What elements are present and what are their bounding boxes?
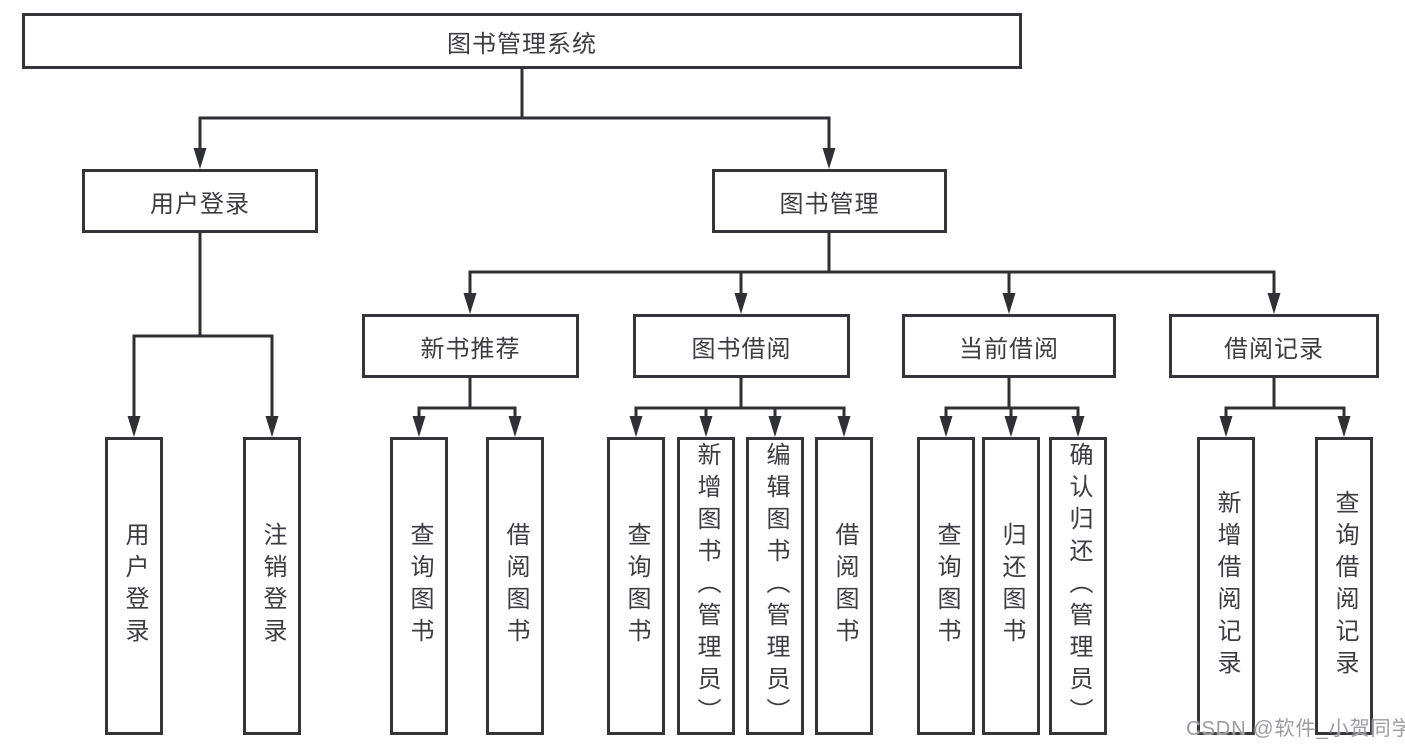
node-leaf-bb-add-books-admin-label: 新增图书（管理员） [693, 442, 720, 730]
arrow-down-icon [508, 416, 522, 437]
arrow-down-icon [1219, 416, 1233, 437]
node-leaf-user-login-label: 用户登录 [121, 522, 148, 650]
watermark: CSDN @软件_小贺同学 [1186, 718, 1405, 740]
node-leaf-rec-query-books-label: 查询图书 [406, 522, 433, 650]
node-leaf-logout-label: 注销登录 [259, 522, 286, 650]
arrow-down-icon [837, 416, 851, 437]
node-borrow-records-label: 借阅记录 [1224, 335, 1324, 363]
node-book-mgmt: 图书管理 [712, 169, 947, 233]
node-leaf-br-query-record: 查询借阅记录 [1315, 437, 1373, 735]
arrow-down-icon [699, 416, 713, 437]
node-leaf-user-login: 用户登录 [105, 437, 163, 735]
arrow-down-icon [1337, 416, 1351, 437]
arrow-down-icon [127, 416, 141, 437]
node-borrow-records: 借阅记录 [1169, 314, 1379, 378]
node-new-book-rec-label: 新书推荐 [420, 335, 521, 363]
node-user-login: 用户登录 [82, 169, 318, 233]
arrow-down-icon [265, 416, 279, 437]
node-user-login-label: 用户登录 [150, 190, 250, 218]
node-root-label: 图书管理系统 [447, 30, 597, 58]
node-leaf-bb-query-books-label: 查询图书 [623, 522, 650, 650]
arrow-down-icon [463, 293, 477, 314]
node-current-borrow: 当前借阅 [902, 314, 1116, 378]
node-leaf-bb-edit-books-admin-label: 编辑图书（管理员） [762, 442, 789, 730]
node-leaf-cb-query-books: 查询图书 [917, 437, 975, 735]
arrow-down-icon [768, 416, 782, 437]
node-leaf-rec-borrow-books-label: 借阅图书 [502, 522, 529, 650]
arrow-down-icon [412, 416, 426, 437]
arrow-down-icon [1004, 416, 1018, 437]
node-leaf-bb-borrow-books-label: 借阅图书 [831, 522, 858, 650]
node-leaf-rec-query-books: 查询图书 [390, 437, 448, 735]
node-new-book-rec: 新书推荐 [362, 314, 579, 378]
node-leaf-bb-add-books-admin: 新增图书（管理员） [677, 437, 735, 735]
node-leaf-cb-return-books-label: 归还图书 [998, 522, 1025, 650]
node-book-borrow: 图书借阅 [633, 314, 850, 378]
arrow-down-icon [629, 416, 643, 437]
arrow-down-icon [193, 148, 207, 169]
node-current-borrow-label: 当前借阅 [959, 335, 1059, 363]
node-leaf-bb-borrow-books: 借阅图书 [815, 437, 873, 735]
node-book-mgmt-label: 图书管理 [779, 190, 880, 218]
node-leaf-cb-return-books: 归还图书 [982, 437, 1040, 735]
arrow-down-icon [939, 416, 953, 437]
node-leaf-bb-edit-books-admin: 编辑图书（管理员） [746, 437, 804, 735]
node-leaf-cb-confirm-return-admin: 确认归还（管理员） [1049, 437, 1107, 735]
node-book-borrow-label: 图书借阅 [691, 335, 792, 363]
node-leaf-logout: 注销登录 [243, 437, 301, 735]
arrow-down-icon [1002, 293, 1016, 314]
arrow-down-icon [1267, 293, 1281, 314]
node-root: 图书管理系统 [22, 13, 1022, 69]
arrow-down-icon [822, 148, 836, 169]
arrowheads [127, 148, 1351, 437]
node-leaf-br-query-record-label: 查询借阅记录 [1331, 490, 1358, 682]
node-leaf-cb-query-books-label: 查询图书 [933, 522, 960, 650]
node-leaf-br-add-record-label: 新增借阅记录 [1213, 490, 1240, 682]
arrow-down-icon [734, 293, 748, 314]
node-leaf-br-add-record: 新增借阅记录 [1197, 437, 1255, 735]
node-leaf-rec-borrow-books: 借阅图书 [486, 437, 544, 735]
node-leaf-cb-confirm-return-admin-label: 确认归还（管理员） [1065, 442, 1092, 730]
connector-paths [132, 69, 1346, 420]
arrow-down-icon [1071, 416, 1085, 437]
node-leaf-bb-query-books: 查询图书 [607, 437, 665, 735]
